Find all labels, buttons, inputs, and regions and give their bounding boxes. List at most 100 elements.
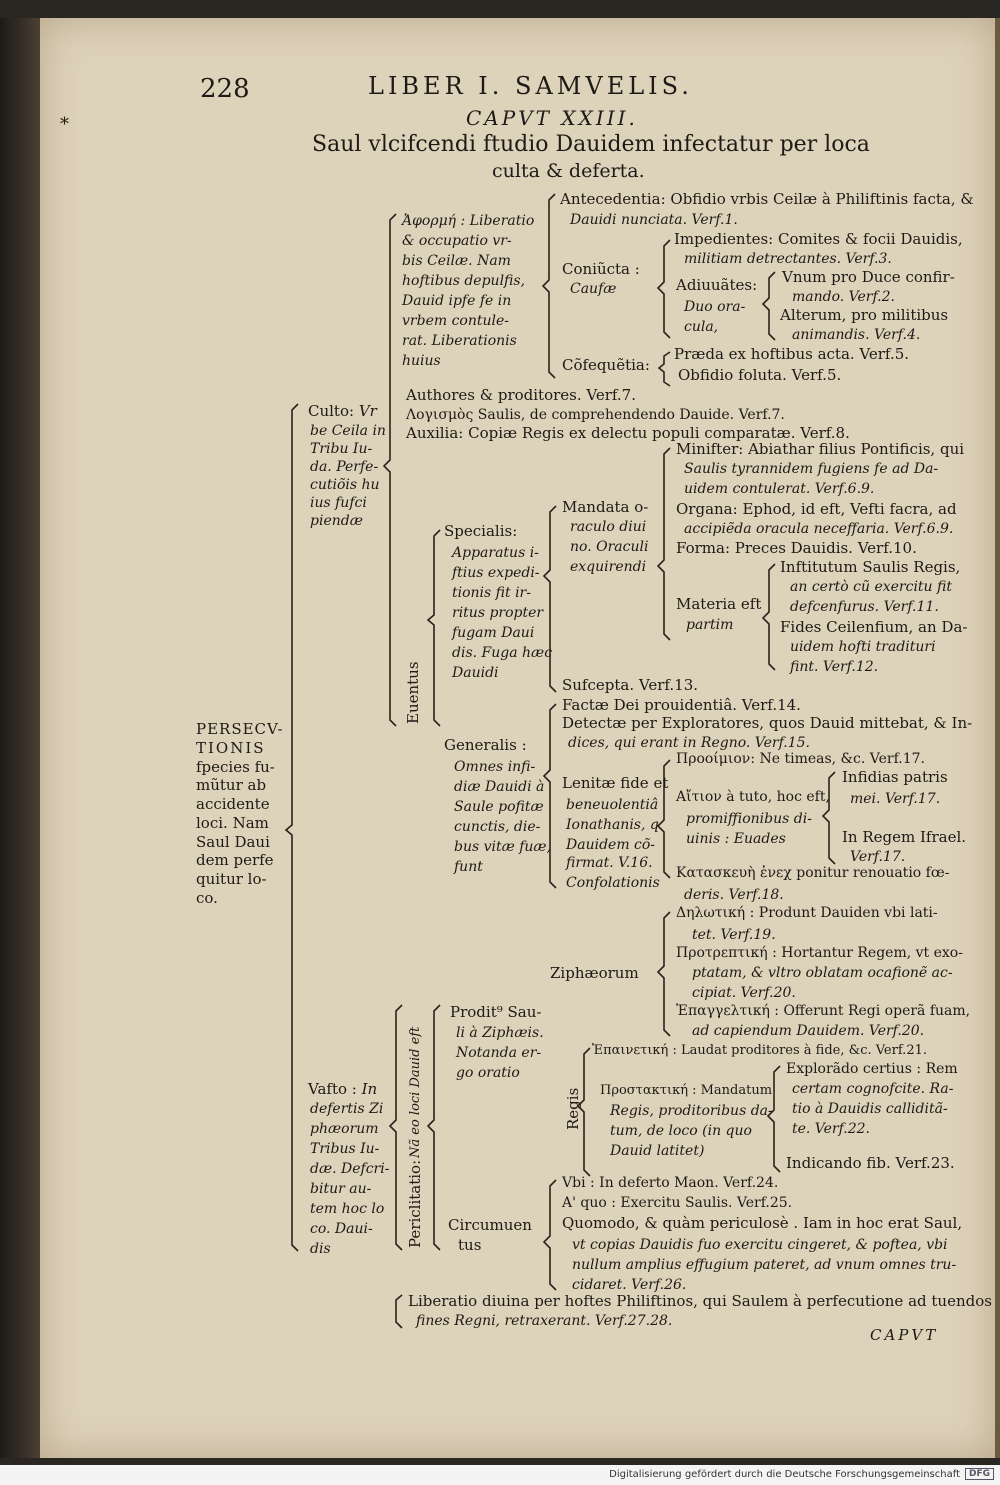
logismos: Λογισμὸς Saulis, de comprehendendo Dauid… — [406, 407, 785, 423]
margin-star: * — [60, 114, 69, 135]
explorando-cont: tio à Dauidis calliditã- — [792, 1101, 948, 1117]
fides-cont: uidem hofti tradituri — [790, 639, 936, 655]
vasto-line: co. Daui- — [310, 1221, 373, 1237]
alterum: Alterum, pro militibus — [780, 306, 949, 324]
specialis-line: ftius expedi- — [452, 565, 540, 581]
aphorme-line: bis Ceilæ. Nam — [402, 253, 511, 269]
organa: Organa: Ephod, id eft, Vefti facra, ad — [676, 500, 957, 518]
institutum: Inftitutum Saulis Regis, — [780, 558, 961, 576]
indicando: Indicando fib. Verf.23. — [786, 1154, 955, 1172]
delotike: Δηλωτική : Produnt Dauiden vbi lati- — [676, 905, 938, 921]
aphorme-line: vrbem contule- — [402, 313, 509, 329]
lenitae-line: Dauidem cõ- — [566, 837, 656, 853]
vasto-line: bitur au- — [310, 1181, 372, 1197]
book-spine — [0, 18, 40, 1458]
digitization-footer: Digitalisierung gefördert durch die Deut… — [0, 1465, 1000, 1485]
detectae: Detectæ per Exploratores, quos Dauid mit… — [562, 714, 973, 732]
aphorme-line: hoftibus depulfis, — [402, 273, 526, 289]
quomodo: Quomodo, & quàm periculosè . Iam in hoc … — [562, 1214, 963, 1232]
page-number: 228 — [200, 74, 250, 104]
lenitae-line: beneuolentiâ — [566, 797, 659, 813]
adiuuantes-line: Duo ora- — [684, 299, 746, 315]
vasto-line: phæorum — [310, 1121, 379, 1137]
vasto-line: defertis Zi — [310, 1101, 384, 1117]
aphorme-line: Ἀφορμή : Liberatio — [402, 213, 535, 229]
materia-label: Materia eft — [676, 595, 762, 613]
proditus-line: Notanda er- — [456, 1045, 542, 1061]
organa-cont: accipiẽda oracula neceffaria. Verf.6.9. — [684, 521, 954, 537]
root-line: quitur lo- — [196, 870, 267, 888]
forma: Forma: Preces Dauidis. Verf.10. — [676, 539, 917, 557]
quomodo-cont: cidaret. Verf.26. — [572, 1277, 687, 1293]
culto-line: be Ceila in — [310, 423, 386, 439]
epainetike: Ἐπαινετική : Laudat proditores à fide, &… — [592, 1043, 927, 1058]
vbi: Vbi : In deferto Maon. Verf.24. — [562, 1175, 779, 1191]
specialis-line: Dauidi — [452, 665, 499, 681]
vasto-line: dæ. Defcri- — [310, 1161, 390, 1177]
root-line: TIONIS — [196, 738, 266, 757]
culto-line: ius fufci — [310, 495, 367, 511]
vasto-line: In — [361, 1080, 378, 1098]
culto-label: Culto: Vr — [308, 402, 377, 420]
culto-line: Vr — [358, 402, 377, 420]
specialis-line: Apparatus i- — [452, 545, 539, 561]
consequentia-item: Obfidio foluta. Verf.5. — [678, 366, 842, 384]
prostaktike: Προστακτική : Mandatum — [600, 1083, 773, 1098]
insidias-cont: mei. Verf.17. — [850, 791, 941, 807]
antecedentia: Antecedentia: Obfidio vrbis Ceilæ à Phil… — [560, 190, 974, 208]
generalis-line: Omnes infi- — [454, 759, 536, 775]
epangeltike: Ἐπαγγελτική : Offerunt Regi operã fuam, — [676, 1003, 971, 1019]
protreptike-cont: ptatam, & vltro oblatam ocafionẽ ac- — [692, 965, 953, 981]
mandata-line: Mandata o- — [562, 498, 649, 516]
impedientes: Impedientes: Comites & focii Dauidis, — [674, 230, 963, 248]
page-edge — [995, 18, 1000, 1458]
impedientes-cont: militiam detrectantes. Verf.3. — [684, 251, 892, 267]
minister: Minifter: Abiathar filius Pontificis, qu… — [676, 440, 965, 458]
consequentia-label: Cõfequẽtia: — [562, 356, 650, 374]
chapter-title-line2: culta & deferta. — [492, 160, 645, 182]
specialis-line: tionis fit ir- — [452, 585, 531, 601]
circumuentus-line: Circumuen — [448, 1216, 532, 1234]
root-line: co. — [196, 888, 218, 907]
running-head: LIBER I. SAMVELIS. — [368, 72, 693, 100]
liberatio: Liberatio diuina per hoftes Philiftinos,… — [408, 1292, 992, 1310]
aphorme-line: rat. Liberationis — [402, 333, 517, 349]
specialis-line: ritus propter — [452, 605, 544, 621]
specialis-label: Specialis: — [444, 522, 518, 540]
aphorme-line: & occupatio vr- — [402, 233, 512, 249]
footer-text: Digitalisierung gefördert durch die Deut… — [609, 1469, 960, 1480]
aition-cont: uinis : Euades — [686, 831, 786, 847]
inregem-cont: Verf.17. — [850, 849, 906, 865]
vasto-line: tem hoc lo — [310, 1201, 385, 1217]
kataskeue: Κατασκευὴ ἐνεχ ponitur renouatio fœ- — [676, 865, 950, 881]
specialis-line: dis. Fuga hæc — [452, 645, 553, 661]
root-line: Saul Daui — [196, 832, 270, 851]
explorando: Explorãdo certius : Rem — [786, 1061, 958, 1077]
root-line: loci. Nam — [196, 813, 269, 832]
book-page — [40, 18, 995, 1458]
unum-cont: mando. Verf.2. — [792, 289, 895, 305]
coniuncta-label: Coniũcta : — [562, 260, 640, 278]
ziphaeorum-label: Ziphæorum — [550, 964, 639, 982]
root-line: accidente — [196, 795, 270, 813]
mandata-line: raculo diui — [570, 519, 647, 535]
chapter-title-line1: Saul vlcifcendi ftudio Dauidem infectatu… — [312, 132, 870, 157]
aition: Αἴτιον à tuto, hoc eft, — [676, 789, 830, 805]
kataskeue-cont: deris. Verf.18. — [684, 887, 784, 903]
specialis-line: fugam Daui — [452, 625, 535, 641]
generalis-label: Generalis : — [444, 736, 527, 754]
generalis-line: cunctis, die- — [454, 819, 541, 835]
vasto-line: dis — [310, 1241, 331, 1257]
proditus-line: li à Ziphæis. — [456, 1025, 544, 1041]
lenitae-line: Confolationis — [566, 875, 660, 891]
culto-line: da. Perfe- — [310, 459, 379, 475]
culto-line: cutiõis hu — [310, 477, 380, 493]
generalis-line: diæ Dauidi à — [454, 779, 545, 795]
detectae-cont: dices, qui erant in Regno. Verf.15. — [568, 735, 811, 751]
periclitatio-label: Periclitatio: — [406, 1159, 424, 1248]
suscepta: Sufcepta. Verf.13. — [562, 676, 699, 694]
root-node: PERSECV- TIONIS fpecies fu- mũtur ab acc… — [196, 720, 296, 908]
lenitae-line: Lenitæ fide et — [562, 774, 669, 792]
epangeltike-cont: ad capiendum Dauidem. Verf.20. — [692, 1023, 925, 1039]
authores: Authores & proditores. Verf.7. — [406, 386, 636, 404]
